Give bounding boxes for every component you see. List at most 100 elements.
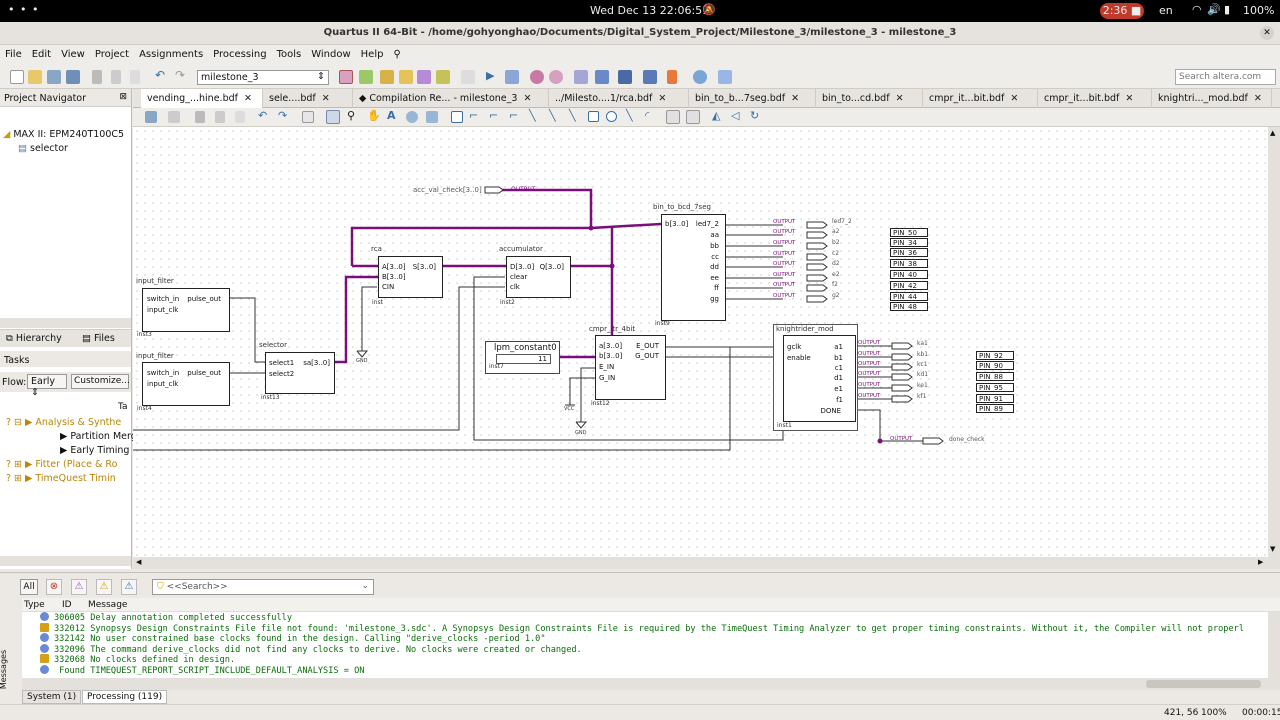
settings-icon[interactable] (436, 70, 450, 84)
undo-icon[interactable]: ↶ (155, 68, 166, 82)
orthogonal-node-icon[interactable]: ⌐ (469, 109, 479, 122)
flip-horizontal-icon[interactable]: ◭ (712, 109, 721, 122)
panel-close-icon[interactable]: ⊠ (119, 92, 127, 102)
pin-assignment[interactable]: PIN_34 (890, 238, 928, 247)
line-tool-icon[interactable]: ╲ (626, 109, 633, 122)
accumulator-block[interactable]: D[3..0] clear clk Q[3..0] (506, 256, 571, 298)
tab-selector[interactable]: sele....bdf✕ (263, 89, 353, 108)
open-folder-icon[interactable] (28, 70, 42, 84)
pin-assignment[interactable]: PIN_50 (890, 228, 928, 237)
warning-filter-icon[interactable]: ⚠ (96, 579, 112, 595)
output-pin-shape[interactable] (484, 186, 504, 194)
copy-icon[interactable] (215, 111, 225, 123)
rotate-icon[interactable]: ↻ (750, 109, 760, 122)
analysis-icon[interactable] (505, 70, 519, 84)
close-icon[interactable]: ✕ (1125, 93, 1134, 104)
chevron-down-icon[interactable]: ⌄ (361, 581, 369, 591)
menu-view[interactable]: View (61, 49, 85, 60)
output-pin-shape[interactable] (806, 231, 828, 239)
menu-window[interactable]: Window (311, 49, 351, 60)
hand-tool-icon[interactable]: ✋ (367, 109, 381, 122)
whats-this-toolbar-icon[interactable] (718, 70, 732, 84)
pin-assignment[interactable]: PIN_92 (976, 351, 1014, 360)
start-compilation-icon[interactable]: ▶ (486, 69, 495, 82)
wire-cin-gnd[interactable] (361, 286, 377, 351)
message-row[interactable]: 332142 No user constrained base clocks f… (22, 633, 1268, 644)
close-icon[interactable]: ✕ (243, 93, 252, 104)
tab-cmpr-2[interactable]: cmpr_it...bit.bdf✕ (1038, 89, 1152, 108)
signaltap-icon[interactable] (643, 70, 657, 84)
recording-indicator[interactable]: 2:36 ■ (1100, 3, 1144, 19)
message-row[interactable]: 332068 No clocks defined in design. (22, 654, 1268, 665)
menu-help[interactable]: Help (360, 49, 384, 60)
cmpr-block[interactable]: a[3..0] b[3..0] E_IN G_IN E_OUT G_OUT (595, 335, 666, 400)
close-icon[interactable]: ✕ (791, 93, 800, 104)
canvas-vscroll[interactable]: ▲ ▼ (1268, 127, 1280, 557)
wire-gin-vcc[interactable] (569, 377, 595, 405)
tab-cmpr-1[interactable]: cmpr_it...bit.bdf✕ (923, 89, 1038, 108)
cut-icon[interactable] (195, 111, 205, 123)
copy-icon[interactable] (111, 70, 121, 84)
rca-block[interactable]: A[3..0] B[3..0] CIN S[3..0] (378, 256, 443, 298)
symbol-tool-icon[interactable] (406, 111, 418, 123)
col-message[interactable]: Message (88, 600, 128, 610)
close-icon[interactable]: ✕ (321, 93, 330, 104)
whats-this-icon[interactable]: ⚲ (393, 49, 401, 60)
close-icon[interactable]: ✕ (1253, 93, 1262, 104)
pin-assignment[interactable]: PIN_48 (890, 302, 928, 311)
output-pin-shape[interactable] (891, 353, 913, 361)
menu-tools[interactable]: Tools (276, 49, 302, 60)
rectangle-tool-icon[interactable] (588, 111, 599, 122)
input-filter-2-block[interactable]: switch_in input_clk pulse_out (142, 362, 230, 406)
arc-tool-icon[interactable]: ◜ (645, 109, 650, 122)
pin-assignment[interactable]: PIN_42 (890, 281, 928, 290)
info-filter-icon[interactable]: ⚠ (121, 579, 137, 595)
save-icon[interactable] (47, 70, 61, 84)
close-icon[interactable]: ✕ (1010, 93, 1019, 104)
orthogonal-bus-icon[interactable]: ⌐ (489, 109, 499, 122)
redo-icon[interactable]: ↷ (278, 109, 288, 122)
pin-assignment[interactable]: PIN_88 (976, 372, 1014, 381)
tab-files[interactable]: ▤ Files (82, 333, 115, 344)
col-id[interactable]: ID (62, 600, 72, 610)
close-icon[interactable]: ✕ (523, 93, 532, 104)
close-icon[interactable]: ✕ (658, 93, 667, 104)
output-pin-shape[interactable] (891, 373, 913, 381)
selector-block[interactable]: select1 select2 sa[3..0] (265, 352, 335, 394)
cut-icon[interactable] (92, 70, 102, 84)
messages-hscroll[interactable] (22, 678, 1280, 690)
pin-assignment[interactable]: PIN_40 (890, 270, 928, 279)
tasks-hscroll[interactable] (0, 556, 131, 566)
tab-hierarchy[interactable]: ⧉ Hierarchy (6, 333, 62, 344)
language-indicator[interactable]: en (1159, 4, 1173, 17)
lpm-constant-block[interactable]: lpm_constant0 11 (485, 341, 560, 374)
wire-gclk[interactable] (133, 346, 786, 451)
partial-line-icon[interactable] (666, 110, 680, 124)
search-altera-input[interactable]: Search altera.com (1175, 69, 1276, 85)
output-pin-shape[interactable] (922, 437, 944, 445)
power-icon[interactable] (667, 70, 677, 84)
timequest-icon[interactable] (530, 70, 544, 84)
output-pin-shape[interactable] (806, 284, 828, 292)
input-filter-1-block[interactable]: switch_in input_clk pulse_out (142, 288, 230, 332)
output-pin-shape[interactable] (891, 384, 913, 392)
tab-rca[interactable]: ../Milesto....1/rca.bdf✕ (549, 89, 689, 108)
output-pin-shape[interactable] (806, 221, 828, 229)
critical-warning-filter-icon[interactable]: ⚠ (71, 579, 87, 595)
timing-icon[interactable] (549, 70, 563, 84)
device-row[interactable]: ◢ MAX II: EPM240T100C5 (0, 128, 131, 142)
conduit-icon[interactable]: ⌐ (509, 109, 519, 122)
bus-selector-to-rca[interactable] (335, 275, 378, 364)
message-row[interactable]: 332012 Synopsys Design Constraints File … (22, 622, 1268, 634)
tab-bin-to-bcd[interactable]: bin_to...cd.bdf✕ (816, 89, 923, 108)
flow-select[interactable]: Early ⇕ (27, 374, 67, 398)
rubberbanding-icon[interactable] (686, 110, 700, 124)
tab-compilation-report[interactable]: ◆ Compilation Re... - milestone_3✕ (353, 89, 549, 108)
output-pin-shape[interactable] (891, 395, 913, 403)
assignment-icon[interactable] (359, 70, 373, 84)
selection-tool-icon[interactable] (326, 110, 340, 124)
print-icon[interactable] (168, 111, 180, 123)
netlist-icon[interactable] (595, 70, 609, 84)
scroll-left-icon[interactable]: ◀ (136, 558, 142, 566)
pin-assignment[interactable]: PIN_89 (976, 404, 1014, 413)
